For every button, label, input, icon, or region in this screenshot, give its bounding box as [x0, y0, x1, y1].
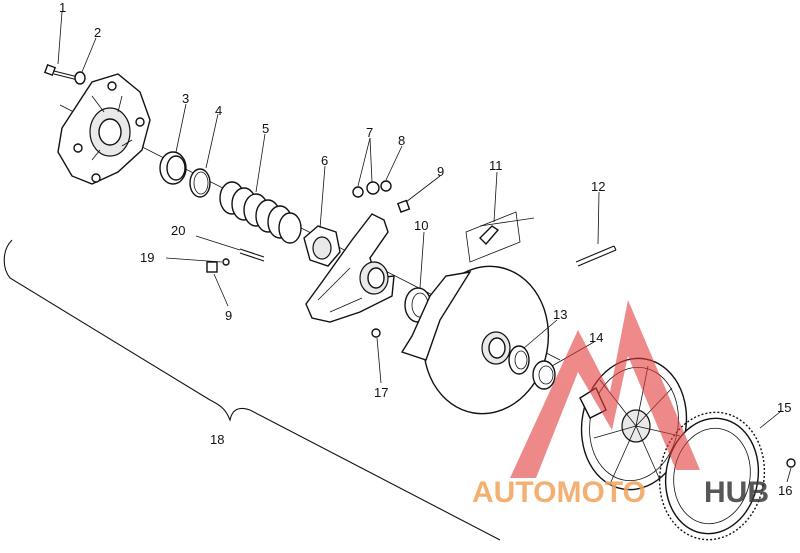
callout-5: 5	[262, 121, 269, 136]
assembly-brace	[3, 239, 501, 541]
part-snap-ring	[189, 168, 211, 198]
part-small-nuts	[352, 180, 392, 198]
callout-19: 19	[140, 250, 154, 265]
part-washer	[74, 71, 86, 85]
part-spider-bracket	[305, 213, 395, 323]
callout-3: 3	[182, 91, 189, 106]
callout-8: 8	[398, 133, 405, 148]
part-cover-plate	[57, 73, 151, 185]
part-pin-upper	[396, 199, 411, 213]
callout-15: 15	[777, 400, 791, 415]
watermark-triangle-mark	[510, 300, 700, 478]
callout-10: 10	[414, 218, 428, 233]
part-movable-sheave	[400, 265, 550, 415]
callout-13: 13	[553, 307, 567, 322]
watermark-text-hub: HUB	[704, 476, 769, 509]
part-bushing	[159, 151, 187, 185]
part-pin-17	[371, 328, 381, 338]
part-screw-16	[786, 458, 796, 468]
part-pin-19	[222, 258, 230, 266]
part-shaft-pin	[575, 245, 617, 267]
leader-lines	[57, 11, 792, 483]
callout-4: 4	[215, 103, 222, 118]
callout-9-lower: 9	[225, 308, 232, 323]
callout-12: 12	[591, 179, 605, 194]
part-slider-block	[465, 211, 521, 263]
callout-16: 16	[778, 483, 792, 498]
callout-6: 6	[321, 153, 328, 168]
callout-17: 17	[374, 385, 388, 400]
watermark-logo: AUTOMOTO HUB	[472, 300, 769, 509]
part-hex-nut	[303, 225, 341, 267]
part-bolt	[43, 63, 79, 81]
part-bushing-13	[508, 345, 530, 375]
callout-9-upper: 9	[437, 164, 444, 179]
watermark-text-automoto: AUTOMOTO	[472, 476, 646, 509]
callout-11: 11	[489, 158, 503, 173]
part-pin-9-lower	[206, 261, 218, 273]
callout-1: 1	[59, 0, 66, 15]
callout-2: 2	[94, 25, 101, 40]
callout-7: 7	[366, 125, 373, 140]
part-bushing-14	[532, 360, 556, 390]
callout-18: 18	[210, 432, 224, 447]
callout-14: 14	[589, 330, 603, 345]
part-pin-20	[239, 248, 265, 262]
part-spring	[219, 181, 302, 244]
callout-20: 20	[171, 223, 185, 238]
